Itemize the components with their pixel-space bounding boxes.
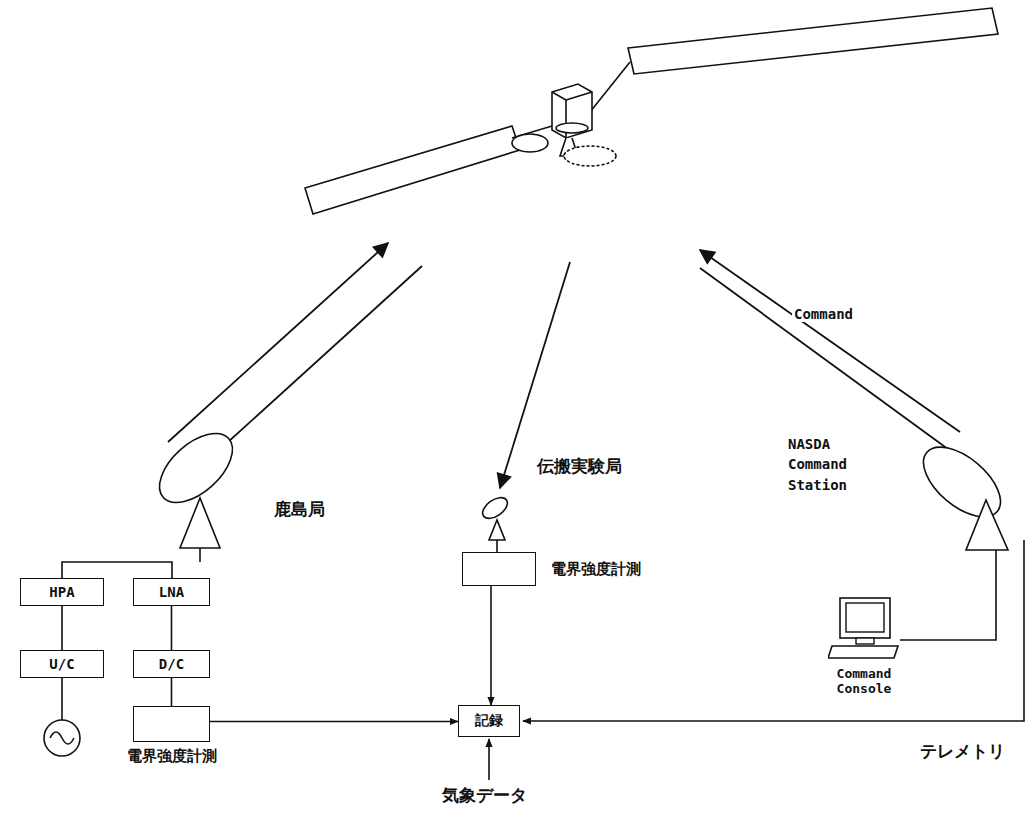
computer-console: Command Console <box>828 596 900 662</box>
amplifier-box: HPA <box>20 578 104 606</box>
station-label: 鹿島局 <box>272 498 327 521</box>
propagation-antenna <box>479 493 511 540</box>
node-text: 記録 <box>475 712 503 730</box>
connector-line <box>490 586 492 705</box>
solar-panel <box>305 126 520 214</box>
solar-panel <box>628 8 998 74</box>
node-text: 電界強度計測 <box>551 560 641 579</box>
satellite-dish <box>556 123 588 133</box>
antenna-beam <box>512 134 548 152</box>
oscillator-symbol <box>44 720 80 756</box>
input-label: 気象データ <box>440 784 529 807</box>
recorder-box: 記録 <box>458 705 520 737</box>
connector-line <box>171 678 173 706</box>
signal-label: テレメトリ <box>918 740 1007 763</box>
kashima-antenna <box>147 421 245 548</box>
antenna-beam <box>564 146 616 166</box>
node-text: Command Console <box>837 666 892 696</box>
wiring <box>62 540 1024 780</box>
measurement-box: 電界強度計測 <box>462 552 536 586</box>
measurement-box: 電界強度計測 <box>133 706 210 742</box>
node-text: U/C <box>49 656 74 672</box>
amplifier-box: LNA <box>133 578 210 606</box>
station-label: 伝搬実験局 <box>535 455 624 478</box>
satellite <box>305 8 998 214</box>
link-label: Command <box>792 306 855 322</box>
node-text: LNA <box>159 584 184 600</box>
converter-box: D/C <box>133 650 210 678</box>
satellite-body <box>552 84 592 138</box>
connector-line <box>171 606 173 650</box>
node-text: 電界強度計測 <box>127 747 217 766</box>
nasda-antenna <box>911 434 1012 550</box>
station-label: NASDA Command Station <box>786 434 849 495</box>
converter-box: U/C <box>20 650 104 678</box>
node-text: D/C <box>159 656 184 672</box>
connector-line <box>210 721 458 723</box>
connector-line <box>61 606 63 650</box>
computer-icon <box>828 596 900 662</box>
node-text: HPA <box>49 584 74 600</box>
